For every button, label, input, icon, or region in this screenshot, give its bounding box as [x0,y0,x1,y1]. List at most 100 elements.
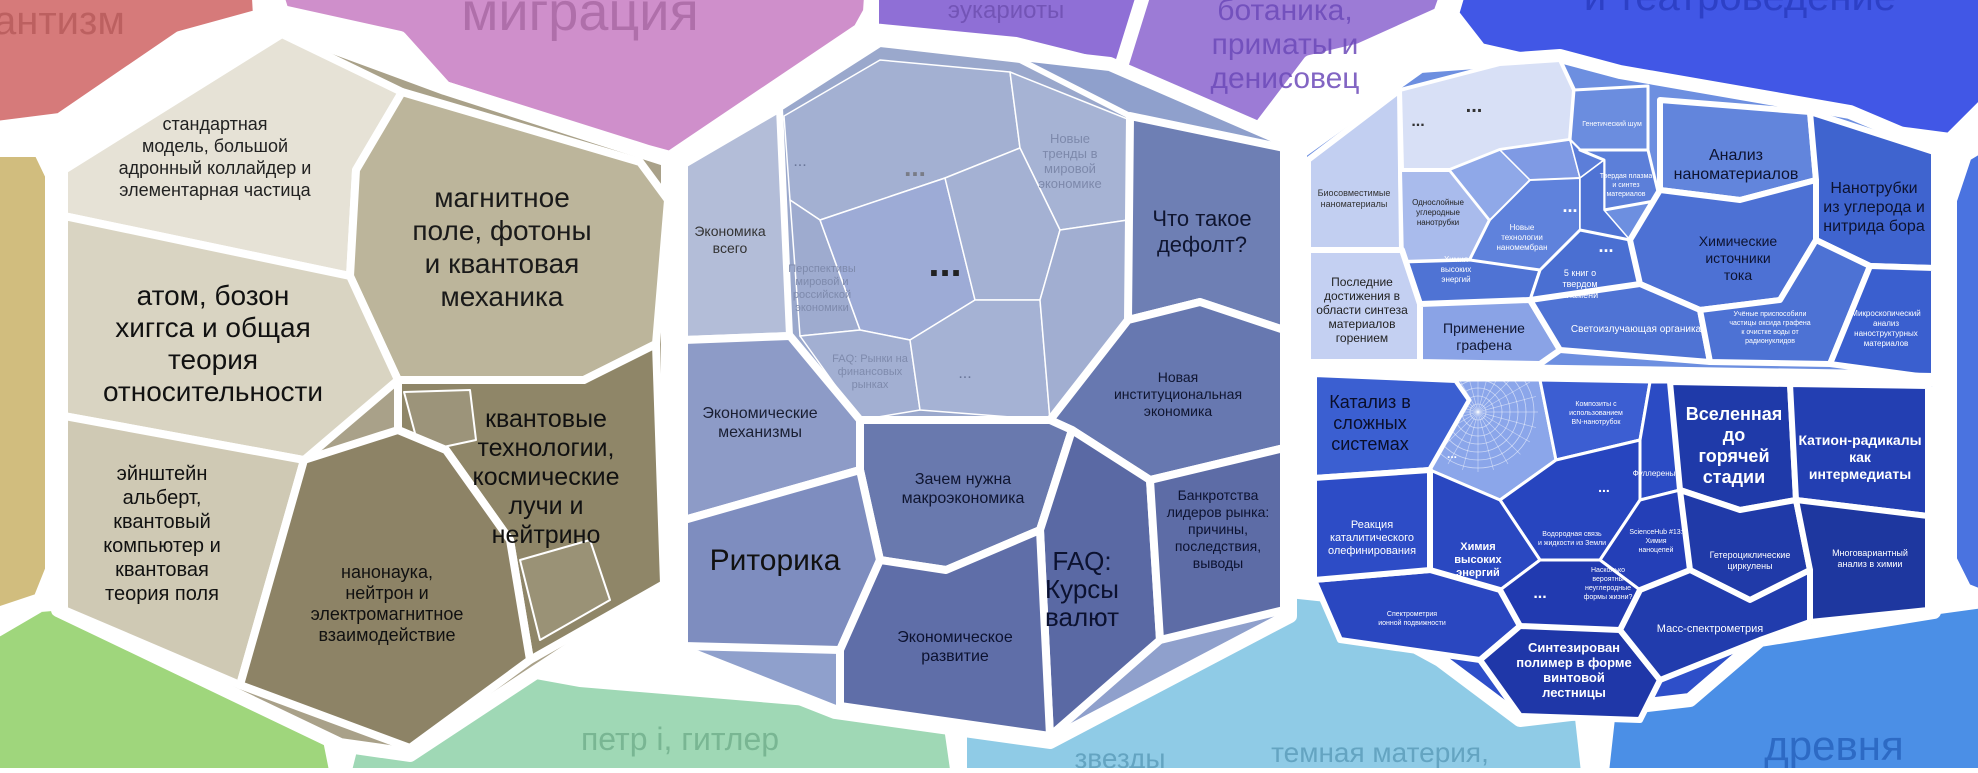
label-line: неуглеродные [1585,585,1631,592]
label-line: и жидкости из Земли [1538,540,1606,547]
label-line: Катализ в [1329,392,1411,412]
label-line: циркулены [1727,561,1772,571]
label-line: лучи и [509,492,584,520]
label-line: механизмы [718,424,802,441]
label-line: ионной подвижности [1378,619,1446,627]
cell-mass-spec[interactable] [1617,567,1813,683]
label-line: адронный коллайдер и [119,158,312,178]
label-line: графена [1456,337,1512,353]
label-line: FAQ: [1052,546,1111,576]
region-left-edge[interactable] [0,143,59,621]
label-line: твердом [1562,279,1597,289]
label-mass-spec: Масс-спектрометрия [1657,623,1763,635]
label-line: наноматериалы [1321,199,1388,209]
label-line: альберт, [123,487,202,509]
region-red[interactable] [0,0,267,135]
cell-solid-plasma[interactable] [1578,148,1662,212]
label-line: анализ [1873,319,1899,328]
label-line: Химия [1444,255,1468,264]
label-line: Реакция [1351,519,1393,531]
label-line: Гетероциклические [1710,550,1791,560]
label-line: формы жизни? [1584,594,1633,601]
label-line: институциональная [1114,386,1242,402]
label-line: энергий [1456,567,1500,579]
label-line: пламени [1562,290,1598,300]
label-line: из углерода и [1823,199,1925,216]
label-line: нейтрино [492,521,601,549]
label-materials-ellipsis-3: ... [1562,196,1577,216]
cell-reaction[interactable] [1311,467,1433,583]
label-line: Новые [1050,131,1090,146]
cell-bankruptcy[interactable] [1146,444,1288,644]
label-line: как [1849,449,1872,465]
cell-genetic-noise[interactable] [1568,84,1650,152]
label-line: и синтез [1612,182,1639,189]
cell-quantum-sub-2 [519,539,611,641]
label-line: Синтезирован [1528,640,1620,655]
label-line: стадии [1703,467,1765,487]
radial-spoke [1477,396,1537,413]
label-line: олефинирования [1328,545,1416,557]
radial-spoke [1477,411,1521,455]
label-line: винтовой [1543,670,1605,685]
label-line: вероятны [1592,576,1623,583]
label-line: компьютер и [103,535,221,557]
cell-faq-rates[interactable] [1036,426,1164,740]
label-line: Новые [1510,223,1535,232]
label-line: денисовец [1210,62,1359,95]
cell-graphene[interactable] [1417,297,1563,367]
label-line: энергий [1441,275,1470,284]
label-line: Что такое [1152,206,1251,231]
radial-spoke [1462,380,1479,413]
cell-nano[interactable] [236,426,534,752]
label-line: материалов [1606,191,1645,198]
label-line: Биосовместимые [1318,188,1391,198]
label-line: теория поля [105,583,219,605]
radial-spoke [1462,411,1479,471]
cell-development[interactable] [836,526,1054,740]
label-line: Зачем нужна [915,471,1011,488]
label-line: наноцепей [1639,546,1674,554]
label-line: Экономика [694,223,766,239]
region-right-edge[interactable] [1943,139,1978,603]
radial-spoke [1477,411,1537,428]
label-theatre: и театроведение [1584,0,1896,19]
label-line: модель, большой [142,136,288,156]
label-migration: миграция [461,0,698,42]
label-dark-matter: темная материя, [1271,737,1489,768]
label-line: высоких [1441,265,1472,274]
label-line: лидеров рынка: [1167,504,1270,520]
label-line: горячей [1698,446,1769,466]
cell-cluster-sub-4 [1579,159,1631,241]
radial-spoke [1477,380,1521,413]
cell-atom[interactable] [60,212,402,464]
label-line: тренды в [1042,146,1097,161]
label-line: Насколько [1591,567,1625,574]
label-line: материалов [1864,339,1909,348]
background-labels: антизм миграция эукариоты и театроведени… [0,0,1904,773]
label-line: Химия [1460,541,1495,553]
cell-multivariate[interactable] [1793,497,1931,625]
label-line: Вселенная [1686,404,1783,424]
label-eukaryotes: эукариоты [948,0,1064,24]
